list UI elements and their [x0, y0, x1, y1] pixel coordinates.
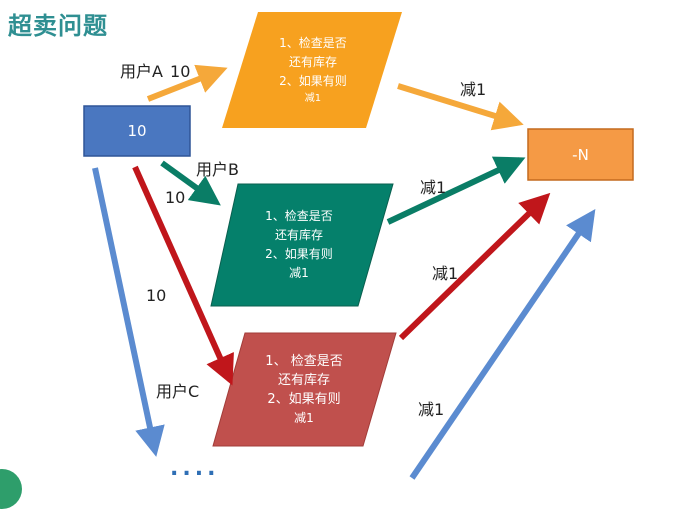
- user-c-count: 10: [146, 286, 167, 305]
- user-a-label: 用户A 10: [120, 58, 190, 82]
- stock-box-label: 10: [127, 122, 147, 140]
- step-b-line4: 减1: [289, 266, 309, 280]
- step-b-shape: [210, 183, 394, 307]
- arrow-more-to-result: [409, 209, 596, 480]
- arrow-user-c: [132, 165, 234, 386]
- user-c-name: 用户C: [156, 382, 200, 401]
- step-c-shape: [212, 332, 397, 447]
- oversell-diagram: [83, 12, 634, 480]
- step-b-line2: 还有库存: [274, 228, 323, 242]
- decrement-label-a: 减1: [460, 80, 487, 99]
- step-a-line2: 还有库存: [288, 54, 337, 69]
- user-a-count: 10: [170, 62, 191, 81]
- decrement-label-c: 减1: [432, 264, 459, 283]
- result-box-label: -N: [572, 145, 589, 164]
- step-c-text: 1、 检查是否 还有库存 2、如果有则 减1: [248, 347, 360, 433]
- step-a-line1: 1、检查是否: [279, 35, 347, 50]
- step-a-line3: 2、如果有则: [279, 73, 347, 88]
- step-a-line4: 减1: [304, 92, 322, 104]
- stock-box: [83, 105, 191, 157]
- user-b-name: 用户B: [196, 160, 239, 179]
- step-a-shape: [222, 12, 402, 128]
- step-b-text: 1、检查是否 还有库存 2、如果有则 减1: [243, 204, 355, 286]
- step-c-line4: 减1: [294, 411, 314, 425]
- user-a-name: 用户A: [120, 62, 163, 81]
- step-c-line1: 1、 检查是否: [265, 354, 343, 369]
- step-a-text: 1、检查是否 还有库存 2、如果有则 减1: [258, 30, 368, 110]
- arrow-more-users: [92, 167, 165, 457]
- arrow-step-c-to-result: [398, 192, 551, 341]
- decrement-label-b: 减1: [420, 178, 447, 197]
- more-users-ellipsis: ....: [170, 456, 220, 481]
- decrement-label-more: 减1: [418, 400, 445, 419]
- result-box: [527, 128, 634, 181]
- arrow-step-a-to-result: [397, 83, 524, 131]
- user-b-count: 10: [165, 188, 186, 207]
- step-b-line1: 1、检查是否: [265, 209, 333, 223]
- page-title: 超卖问题: [8, 11, 108, 40]
- step-c-line3: 2、如果有则: [267, 392, 341, 407]
- arrow-user-a: [146, 64, 228, 102]
- arrow-step-b-to-result: [386, 156, 526, 225]
- step-b-line3: 2、如果有则: [265, 247, 333, 261]
- step-c-line2: 还有库存: [277, 373, 330, 388]
- arrow-user-b: [160, 160, 221, 206]
